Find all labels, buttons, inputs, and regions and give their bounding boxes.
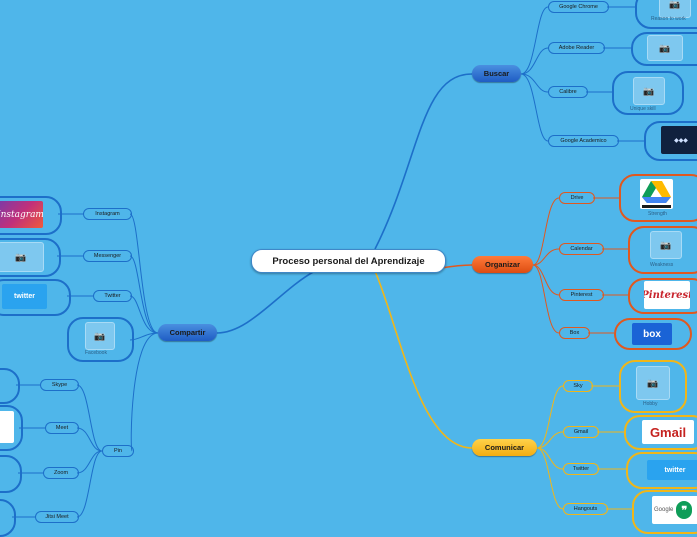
image-node-twitter-share[interactable]: twitter [0,279,71,316]
instagram-logo: Instagram [0,201,43,228]
twitter-logo: twitter [647,460,697,480]
image-node-calibre[interactable]: 📷 Unique skill [612,71,684,115]
topic-messenger[interactable]: Messenger [83,250,132,262]
quote-bubble-icon: ❞ [676,501,692,519]
topic-twitter[interactable]: Twitter [563,463,599,475]
image-node-messenger[interactable]: 📷 [0,238,61,277]
image-node-adobe[interactable]: 📷 [631,32,697,66]
meet-logo [0,411,14,443]
gmail-logo: Gmail [642,420,694,444]
topic-google-chrome[interactable]: Google Chrome [548,1,609,13]
topic-pinterest[interactable]: Pinterest [559,289,604,301]
camera-icon: 📷 [636,366,670,400]
camera-icon: 📷 [650,231,682,259]
topic-gmail[interactable]: Gmail [563,426,599,438]
image-node-facebook[interactable]: 📷 Facebook [67,317,134,362]
topic-pin[interactable]: Pin [102,445,134,457]
image-node-drive[interactable]: Strength [619,174,697,222]
caption-hobby: Hobby [643,401,657,407]
image-node-scholar[interactable]: ◆◆◆ [644,121,697,161]
hangouts-logo-text: Google [654,507,673,513]
image-node-sky[interactable]: 📷 Hobby [619,360,687,413]
caption-weakness: Weakness [650,262,673,268]
box-logo: box [632,323,672,345]
branch-buscar[interactable]: Buscar [472,65,521,82]
drive-icon [640,179,673,209]
topic-adobe-reader[interactable]: Adobe Reader [548,42,605,54]
image-node-calendar[interactable]: 📷 Weakness [628,226,697,274]
topic-calendar[interactable]: Calendar [559,243,604,255]
caption-strength: Strength [648,211,667,217]
topic-skype[interactable]: Skype [40,379,79,391]
topic-meet[interactable]: Meet [45,422,79,434]
caption-reason: Reason to work [651,16,686,22]
topic-twitter-share[interactable]: Twitter [93,290,132,302]
scholar-logo: ◆◆◆ [661,126,697,154]
topic-google-academico[interactable]: Google Academico [548,135,619,147]
topic-zoom[interactable]: Zoom [43,467,79,479]
image-node-twitter[interactable]: twitter [626,452,697,489]
image-node-hangouts[interactable]: Google ❞ [632,490,697,534]
caption-unique-skill: Unique skill [630,106,656,112]
camera-icon: 📷 [647,35,683,61]
branch-comunicar[interactable]: Comunicar [472,439,537,456]
twitter-logo: twitter [2,284,47,309]
branch-compartir[interactable]: Compartir [158,324,217,341]
camera-icon: 📷 [633,77,665,105]
image-node-chrome[interactable]: 📷 Reason to work [635,0,697,29]
topic-jitsi-meet[interactable]: Jitsi Meet [35,511,79,523]
camera-icon: 📷 [0,242,44,272]
topic-box[interactable]: Box [559,327,590,339]
caption-facebook: Facebook [85,350,107,356]
image-node-meet[interactable] [0,405,23,451]
pinterest-logo: Pinterest [644,281,690,309]
topic-sky[interactable]: Sky [563,380,593,392]
image-node-instagram[interactable]: Instagram [0,196,62,235]
image-node-pinterest[interactable]: Pinterest [628,278,697,314]
topic-hangouts[interactable]: Hangouts [563,503,608,515]
branch-organizar[interactable]: Organizar [472,256,533,273]
topic-instagram[interactable]: Instagram [83,208,132,220]
camera-icon: 📷 [85,322,115,350]
image-node-gmail[interactable]: Gmail [624,415,697,450]
image-node-box[interactable]: box [614,318,692,350]
central-topic[interactable]: Proceso personal del Aprendizaje [251,249,446,273]
topic-drive[interactable]: Drive [559,192,595,204]
drive-logo [640,179,673,209]
topic-calibre[interactable]: Calibre [548,86,588,98]
